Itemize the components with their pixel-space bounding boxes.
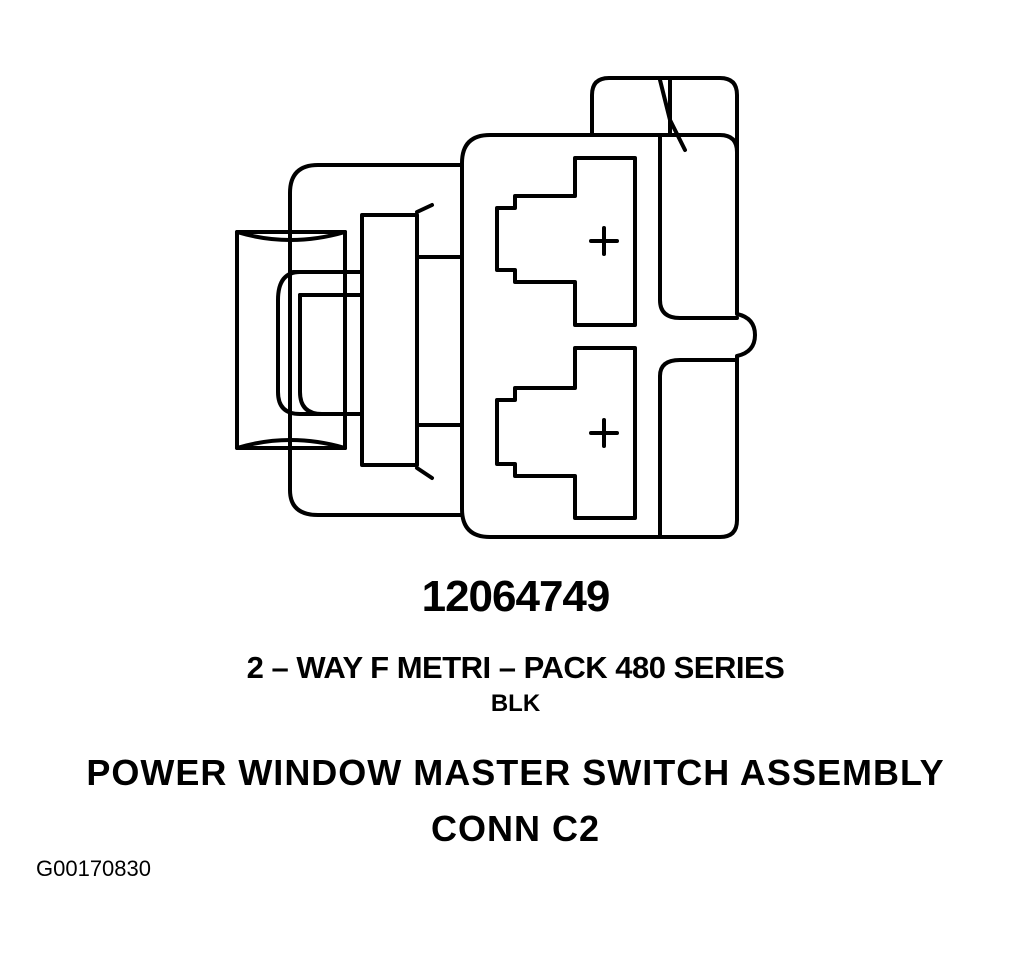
connector-shell bbox=[288, 163, 464, 517]
latch-top-curve bbox=[235, 230, 347, 242]
part-number: 12064749 bbox=[421, 572, 611, 621]
figure-id: G00170830 bbox=[36, 856, 151, 881]
housing-center-divider-lower bbox=[658, 358, 739, 539]
locking-tab-icon bbox=[360, 213, 419, 467]
housing-top-protrusion bbox=[590, 76, 739, 154]
connector-type: 2 – WAY F METRI – PACK 480 SERIES bbox=[246, 650, 785, 685]
title-line2: CONN C2 bbox=[430, 808, 601, 849]
connector-diagram bbox=[235, 76, 757, 539]
tab-bottom-edge bbox=[415, 466, 434, 480]
latch-bottom-curve bbox=[235, 438, 347, 450]
title-line1: POWER WINDOW MASTER SWITCH ASSEMBLY bbox=[86, 752, 945, 793]
color-code: BLK bbox=[490, 690, 541, 717]
terminal-cavity-icon bbox=[495, 346, 637, 520]
latch-window-inner bbox=[298, 293, 324, 416]
connector-housing bbox=[460, 133, 757, 539]
housing-top-detail bbox=[658, 78, 687, 152]
terminal-cavity-icon bbox=[495, 156, 637, 327]
latch-window bbox=[276, 270, 364, 416]
tab-top-edge bbox=[415, 203, 434, 214]
housing-center-divider bbox=[658, 133, 739, 320]
